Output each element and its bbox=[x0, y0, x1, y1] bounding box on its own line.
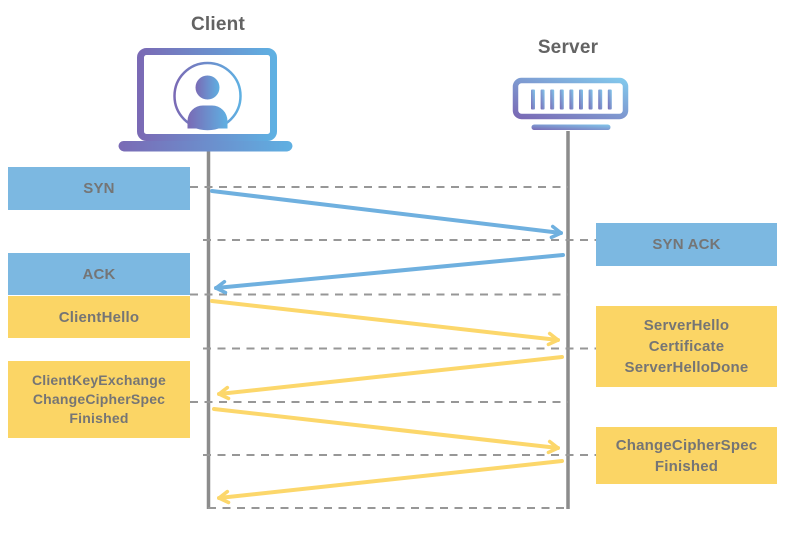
message-label-line: ServerHelloDone bbox=[624, 359, 749, 376]
message-label-line: Finished bbox=[654, 457, 719, 475]
avatar-circle bbox=[173, 61, 242, 131]
message-label-line: Certificate bbox=[648, 338, 725, 355]
laptop-base bbox=[118, 141, 293, 152]
message-label-line: Finished bbox=[69, 410, 129, 426]
message-box-ack: ACK bbox=[8, 253, 190, 295]
message-label-line: ClientKeyExchange bbox=[31, 372, 167, 388]
laptop-user-icon bbox=[118, 48, 293, 152]
message-label-line: ServerHello bbox=[643, 317, 730, 334]
message-box-syn-ack: SYN ACK bbox=[596, 223, 777, 266]
message-label: ACK bbox=[82, 265, 116, 283]
message-box-changecipherspec: ChangeCipherSpec Finished bbox=[596, 427, 777, 484]
arrow-clientkeyexchange bbox=[212, 407, 560, 455]
message-label: ClientHello bbox=[58, 308, 140, 326]
message-label-line: ChangeCipherSpec bbox=[32, 391, 166, 407]
server-rack-icon bbox=[512, 77, 629, 130]
message-box-clientkeyexchange: ClientKeyExchange ChangeCipherSpec Finis… bbox=[8, 361, 190, 438]
message-label-line: ChangeCipherSpec bbox=[615, 436, 758, 454]
arrow-serverhello bbox=[217, 355, 564, 401]
message-label: SYN ACK bbox=[652, 236, 721, 253]
actor-label-server: Server bbox=[537, 37, 599, 58]
avatar-body bbox=[187, 105, 228, 129]
message-box-clienthello: ClientHello bbox=[8, 296, 190, 338]
server-base bbox=[531, 124, 611, 130]
arrow-syn-ack bbox=[214, 253, 565, 295]
message-box-syn: SYN bbox=[8, 167, 190, 210]
message-label: SYN bbox=[83, 180, 115, 197]
arrow-syn bbox=[210, 189, 563, 240]
server-indicator-bars bbox=[531, 89, 612, 110]
arrow-changecipherspec bbox=[217, 459, 564, 505]
message-box-serverhello: ServerHello Certificate ServerHelloDone bbox=[596, 306, 777, 387]
actor-label-client: Client bbox=[191, 14, 245, 35]
avatar-head bbox=[195, 75, 220, 100]
arrow-clienthello bbox=[210, 299, 560, 347]
